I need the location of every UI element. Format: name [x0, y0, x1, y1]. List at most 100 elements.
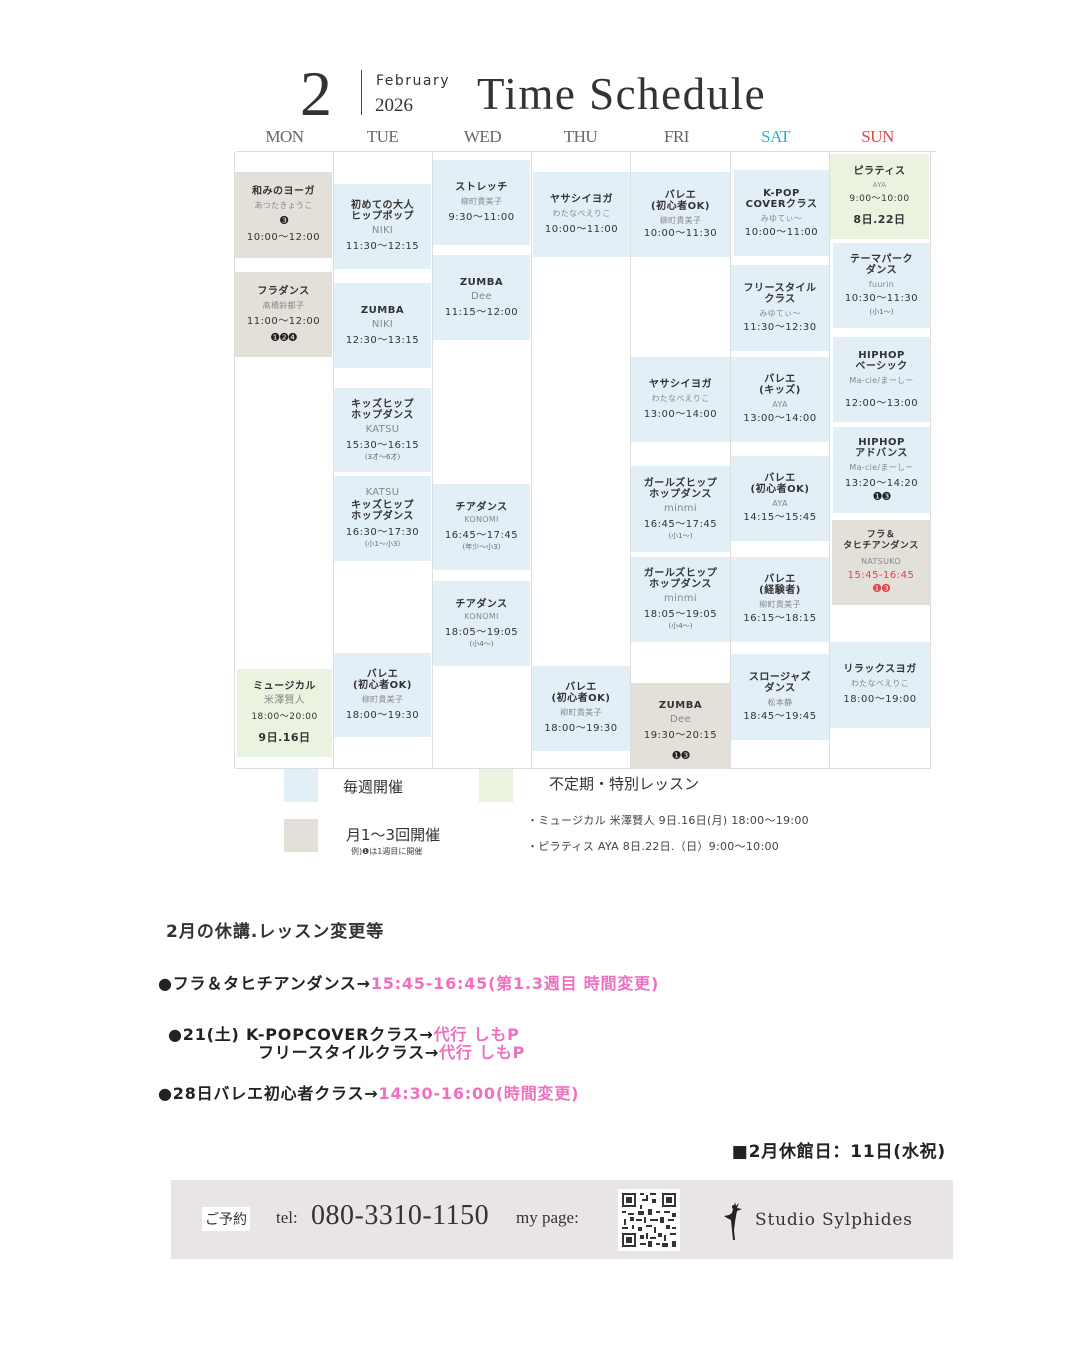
- notice-highlight: 代行 しもP: [439, 1043, 526, 1062]
- grid-column-line: [333, 152, 334, 769]
- class-name: K-POP COVERクラス: [745, 187, 818, 210]
- class-block[interactable]: フラダンス 髙橋鈴都子 11:00〜12:00 ❶❷❹: [235, 272, 332, 357]
- class-teacher: KATSU: [365, 423, 400, 435]
- class-age: (小4〜): [469, 639, 494, 648]
- special-note: ・ミュージカル 米澤賢人 9日.16日(月) 18:00〜19:00: [527, 814, 809, 827]
- class-block[interactable]: チアダンス KONOMI 18:05〜19:05 (小4〜): [433, 581, 530, 666]
- class-block[interactable]: バレエ (初心者OK) 柳町貴美子 18:00〜19:30: [334, 653, 431, 737]
- class-time: 10:00〜11:00: [544, 223, 619, 235]
- class-name: キッズヒップ ホップダンス: [351, 398, 414, 421]
- class-name: 和みのヨーガ: [252, 186, 315, 197]
- notice-item: ●21(土) K-POPCOVERクラス→代行 しもP: [168, 1021, 520, 1045]
- class-teacher: Ma-cie/まーしー: [849, 375, 914, 385]
- class-name: バレエ (キッズ): [759, 374, 801, 396]
- class-block[interactable]: スロージャズ ダンス 松本静 18:45〜19:45: [731, 654, 829, 740]
- class-name: キッズヒップ ホップダンス: [351, 500, 414, 522]
- grid-column-line: [234, 152, 235, 769]
- class-block[interactable]: HIPHOP アドバンス Ma-cie/まーしー 13:20〜14:20 ❶❸: [833, 427, 930, 513]
- header-divider: [361, 70, 362, 115]
- class-time: 13:00〜14:00: [743, 413, 817, 424]
- class-time: 16:45〜17:45: [444, 530, 519, 541]
- class-teacher: fuurin: [868, 280, 895, 289]
- class-block[interactable]: ストレッチ 柳町貴美子 9:30〜11:00: [433, 160, 530, 245]
- mypage-label: my page:: [516, 1208, 579, 1227]
- class-teacher: 柳町貴美子: [759, 600, 801, 609]
- class-time: 12:30〜13:15: [345, 334, 420, 346]
- grid-column-line: [432, 152, 433, 769]
- week-badges: ❶❸: [872, 582, 891, 595]
- class-block[interactable]: ヤサシイヨガ わたなべえりこ 10:00〜11:00: [533, 172, 630, 257]
- class-teacher: KONOMI: [464, 611, 499, 621]
- class-block[interactable]: ピラティス AYA 9:00〜10:00 8日.22日: [830, 154, 929, 239]
- class-teacher: 松本静: [767, 697, 793, 707]
- class-block[interactable]: ガールズヒップ ホップダンス minmi 18:05〜19:05 (小4〜): [631, 557, 730, 642]
- day-header-sat: SAT: [761, 127, 790, 146]
- class-name: リラックスヨガ: [843, 664, 917, 675]
- class-block[interactable]: フリースタイル クラス みゆてぃ〜 11:30〜12:30: [731, 265, 829, 351]
- class-name: ガールズヒップ ホップダンス: [643, 477, 718, 500]
- class-block[interactable]: バレエ (初心者OK) AYA 14:15〜15:45: [731, 456, 829, 541]
- class-block[interactable]: フラ＆ タヒチアンダンス NATSUKO 15:45-16:45 ❶❸: [832, 520, 930, 605]
- class-block[interactable]: ミュージカル 米澤賢人 18:00〜20:00 9日.16日: [237, 669, 332, 757]
- class-block[interactable]: キッズヒップ ホップダンス KATSU 15:30〜16:15 (3才〜6才): [334, 388, 431, 472]
- notice-text: ●21(土) K-POPCOVERクラス→: [168, 1025, 434, 1044]
- class-name: バレエ (初心者OK): [750, 473, 810, 495]
- class-block[interactable]: リラックスヨガ わたなべえりこ 18:00〜19:00: [830, 642, 930, 728]
- class-block[interactable]: バレエ (初心者OK) 柳町貴美子 10:00〜11:30: [631, 172, 730, 257]
- class-block[interactable]: HIPHOP ベーシック Ma-cie/まーしー 12:00〜13:00: [833, 337, 930, 422]
- class-block[interactable]: ZUMBA NIKI 12:30〜13:15: [334, 283, 431, 368]
- class-time: 18:00〜19:30: [544, 723, 618, 734]
- phone-number[interactable]: 080-3310-1150: [311, 1200, 490, 1231]
- class-time: 13:00〜14:00: [643, 408, 718, 420]
- notice-text: フリースタイルクラス→: [258, 1043, 440, 1062]
- week-badges: ❸: [279, 214, 289, 227]
- tel-label: tel:: [276, 1208, 298, 1227]
- class-name: フラ＆ タヒチアンダンス: [843, 530, 919, 551]
- class-block[interactable]: バレエ (経験者) 柳町貴美子 16:15〜18:15: [731, 557, 829, 642]
- class-teacher: KONOMI: [464, 515, 499, 524]
- class-block[interactable]: チアダンス KONOMI 16:45〜17:45 (年少〜小3): [433, 484, 530, 570]
- class-name: バレエ (初心者OK): [551, 682, 611, 704]
- class-time: 18:45〜19:45: [743, 710, 817, 722]
- class-block[interactable]: バレエ (キッズ) AYA 13:00〜14:00: [731, 357, 829, 442]
- class-teacher: 柳町貴美子: [460, 196, 503, 206]
- grid-column-line: [930, 152, 931, 769]
- month-name: February: [376, 73, 451, 89]
- class-name: フリースタイル クラス: [743, 282, 817, 305]
- grid-column-line: [730, 152, 731, 769]
- class-age: (小1〜小3): [364, 540, 401, 548]
- class-teacher: 髙橋鈴都子: [262, 300, 305, 310]
- class-age: (年少〜小3): [462, 543, 501, 551]
- class-name: ZUMBA: [658, 700, 703, 711]
- class-teacher: みゆてぃ〜: [759, 308, 801, 318]
- class-block[interactable]: KATSU キッズヒップ ホップダンス 16:30〜17:30 (小1〜小3): [334, 476, 431, 561]
- class-block[interactable]: K-POP COVERクラス みゆてぃ〜 10:00〜11:00: [734, 170, 829, 256]
- notice-highlight: 15:45-16:45(第1.3週目 時間変更): [370, 974, 660, 993]
- class-time: 9:00〜10:00: [849, 194, 910, 204]
- class-time: 16:15〜18:15: [743, 613, 817, 624]
- class-block[interactable]: ZUMBA Dee 19:30〜20:15 ❶❸: [631, 683, 730, 769]
- class-teacher: AYA: [772, 400, 788, 409]
- legend-swatch-monthly: [284, 819, 318, 852]
- grid-top-line: [236, 151, 936, 152]
- qr-code-icon[interactable]: [618, 1189, 680, 1251]
- class-time: 9:30〜11:00: [448, 211, 515, 223]
- class-name: ZUMBA: [360, 304, 405, 316]
- class-block[interactable]: 初めての大人 ヒップポップ NIKI 11:30〜12:15: [334, 184, 431, 269]
- class-block[interactable]: バレエ (初心者OK) 柳町貴美子 18:00〜19:30: [532, 666, 630, 751]
- class-block[interactable]: ヤサシイヨガ わたなべえりこ 13:00〜14:00: [631, 357, 730, 442]
- class-teacher: わたなべえりこ: [552, 208, 611, 218]
- class-block[interactable]: ガールズヒップ ホップダンス minmi 16:45〜17:45 (小1〜): [631, 466, 730, 552]
- class-teacher: AYA: [872, 181, 887, 189]
- notice-highlight: 14:30-16:00(時間変更): [378, 1084, 580, 1103]
- class-teacher: わたなべえりこ: [651, 393, 710, 403]
- class-block[interactable]: ZUMBA Dee 11:15〜12:00: [433, 255, 530, 340]
- class-block[interactable]: 和みのヨーガ あつたきょうこ ❸ 10:00〜12:00: [235, 172, 332, 258]
- class-name: チアダンス: [455, 502, 508, 513]
- class-time: 13:20〜14:20: [844, 478, 919, 489]
- class-teacher: minmi: [664, 502, 697, 514]
- class-teacher: 柳町貴美子: [659, 215, 702, 225]
- legend-label-weekly: 毎週開催: [343, 778, 404, 796]
- class-time: 12:00〜13:00: [844, 397, 919, 409]
- class-block[interactable]: テーマパーク ダンス fuurin 10:30〜11:30 (小1〜): [833, 243, 930, 328]
